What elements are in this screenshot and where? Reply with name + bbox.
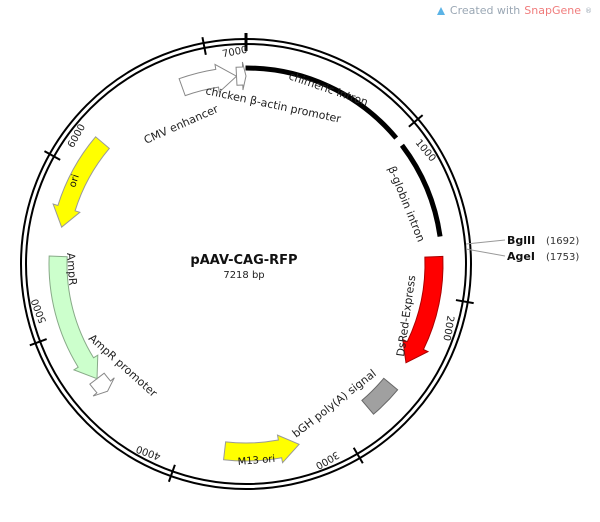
feature-bglobin bbox=[399, 143, 443, 237]
tick-label-4000: 4000 bbox=[135, 443, 163, 462]
tick-7000 bbox=[201, 36, 207, 56]
watermark-brand: SnapGene bbox=[524, 4, 581, 17]
tick-label-7000: 7000 bbox=[221, 45, 248, 61]
snapgene-logo-icon bbox=[436, 6, 446, 16]
feature-arrows bbox=[48, 61, 444, 464]
feature-ampr bbox=[48, 255, 99, 380]
site-leader-agei bbox=[465, 248, 506, 257]
label-ampr: AmpR bbox=[64, 252, 79, 286]
feature-dsred bbox=[402, 255, 444, 364]
plasmid-length: 7218 bp bbox=[223, 270, 264, 281]
feature-polya bbox=[361, 377, 399, 415]
plasmid-name: pAAV-CAG-RFP bbox=[190, 253, 297, 268]
site-bglii-position: (1692) bbox=[546, 236, 579, 247]
feature-chimeric bbox=[245, 65, 399, 140]
site-agei-position: (1753) bbox=[546, 252, 579, 263]
site-leader-bglii bbox=[465, 239, 506, 245]
watermark-mark: ® bbox=[585, 6, 592, 15]
watermark-prefix: Created with bbox=[449, 4, 521, 17]
tick-5000 bbox=[29, 338, 48, 347]
site-bglii-name: BglII bbox=[507, 234, 535, 247]
tick-1000 bbox=[408, 114, 424, 128]
label-ori: ori bbox=[67, 173, 81, 189]
label-cmv-enhancer: CMV enhancer bbox=[142, 102, 221, 147]
tick-6000 bbox=[43, 150, 61, 161]
tick-label-6000: 6000 bbox=[66, 122, 88, 150]
site-agei-name: AgeI bbox=[507, 250, 535, 263]
feature-chicken bbox=[235, 61, 247, 91]
snapgene-watermark: Created with SnapGene ® bbox=[436, 4, 592, 17]
tick-2000 bbox=[455, 299, 474, 305]
tick-label-2000: 2000 bbox=[440, 315, 455, 342]
label-m13: M13 ori bbox=[237, 454, 275, 468]
feature-ori bbox=[52, 136, 111, 229]
feature-m13 bbox=[223, 434, 300, 464]
feature-ampr_promoter bbox=[89, 372, 115, 397]
tick-3000 bbox=[352, 447, 364, 464]
tick-4000 bbox=[167, 464, 176, 483]
feature-cmv bbox=[178, 63, 238, 97]
